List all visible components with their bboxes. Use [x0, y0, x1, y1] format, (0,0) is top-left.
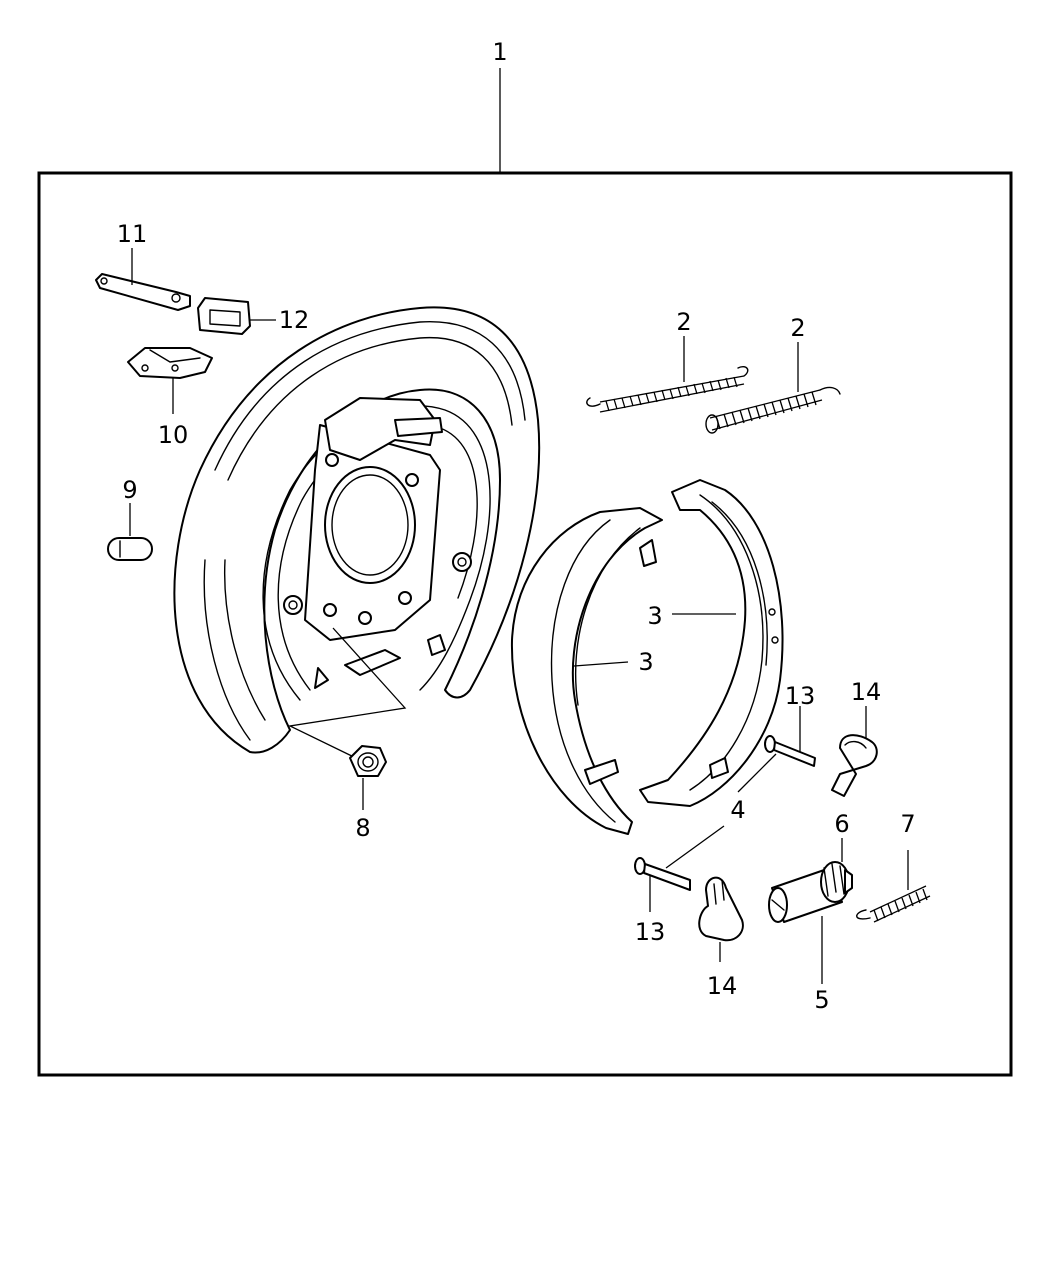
brake-shoe-left[interactable] [510, 507, 663, 835]
callout-6[interactable]: 6 [834, 810, 849, 838]
return-spring-lower[interactable] [705, 386, 841, 434]
access-plug[interactable] [107, 537, 153, 561]
flange-nut[interactable] [349, 745, 387, 777]
callout-13-upper[interactable]: 13 [785, 682, 816, 710]
hold-down-pin-lower[interactable] [634, 857, 691, 891]
backing-plate[interactable] [173, 306, 541, 754]
callout-13-lower[interactable]: 13 [635, 918, 666, 946]
brake-shoe-right[interactable] [639, 479, 784, 807]
callout-10[interactable]: 10 [158, 421, 189, 449]
hold-down-clip-lower[interactable] [698, 876, 744, 942]
callout-14-lower[interactable]: 14 [707, 972, 738, 1000]
strut[interactable] [95, 273, 191, 311]
callout-2-left[interactable]: 2 [676, 308, 691, 336]
callout-8[interactable]: 8 [355, 814, 370, 842]
leader-8 [287, 627, 407, 761]
callout-12[interactable]: 12 [279, 306, 310, 334]
callout-4[interactable]: 4 [730, 796, 745, 824]
callout-3-right[interactable]: 3 [647, 602, 662, 630]
hold-down-clip-upper[interactable] [831, 734, 878, 797]
callout-5[interactable]: 5 [814, 986, 829, 1014]
callout-1[interactable]: 1 [492, 38, 507, 66]
callout-9[interactable]: 9 [122, 476, 137, 504]
assembly-frame [37, 171, 1013, 1077]
parking-brake-lever[interactable] [127, 347, 213, 379]
callout-11[interactable]: 11 [117, 220, 148, 248]
callout-2-right[interactable]: 2 [790, 314, 805, 342]
grommet[interactable] [197, 297, 251, 335]
callout-7[interactable]: 7 [900, 810, 915, 838]
hold-down-pin-upper[interactable] [764, 735, 816, 767]
return-spring-upper[interactable] [586, 366, 749, 413]
adjuster-spring[interactable] [856, 885, 931, 923]
adjuster-wheel[interactable] [820, 861, 853, 903]
callout-3-left[interactable]: 3 [638, 648, 653, 676]
callout-14-upper[interactable]: 14 [851, 678, 882, 706]
